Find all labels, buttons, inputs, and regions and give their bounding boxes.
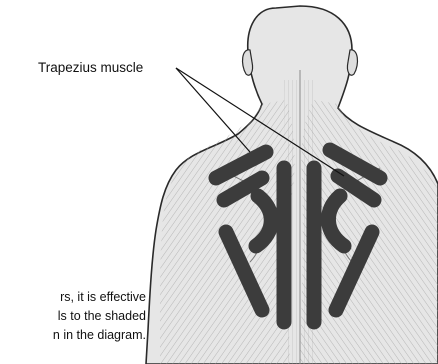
note-line-2: ls to the shaded <box>53 307 146 326</box>
note-line-1: rs, it is effective <box>53 288 146 307</box>
note-line-3: n in the diagram. <box>53 326 146 345</box>
right-ear <box>347 50 357 75</box>
callout-line-left <box>176 68 250 152</box>
instruction-note: rs, it is effective ls to the shaded n i… <box>53 288 146 345</box>
trapezius-muscle-label: Trapezius muscle <box>38 60 143 75</box>
left-ear <box>243 50 253 75</box>
